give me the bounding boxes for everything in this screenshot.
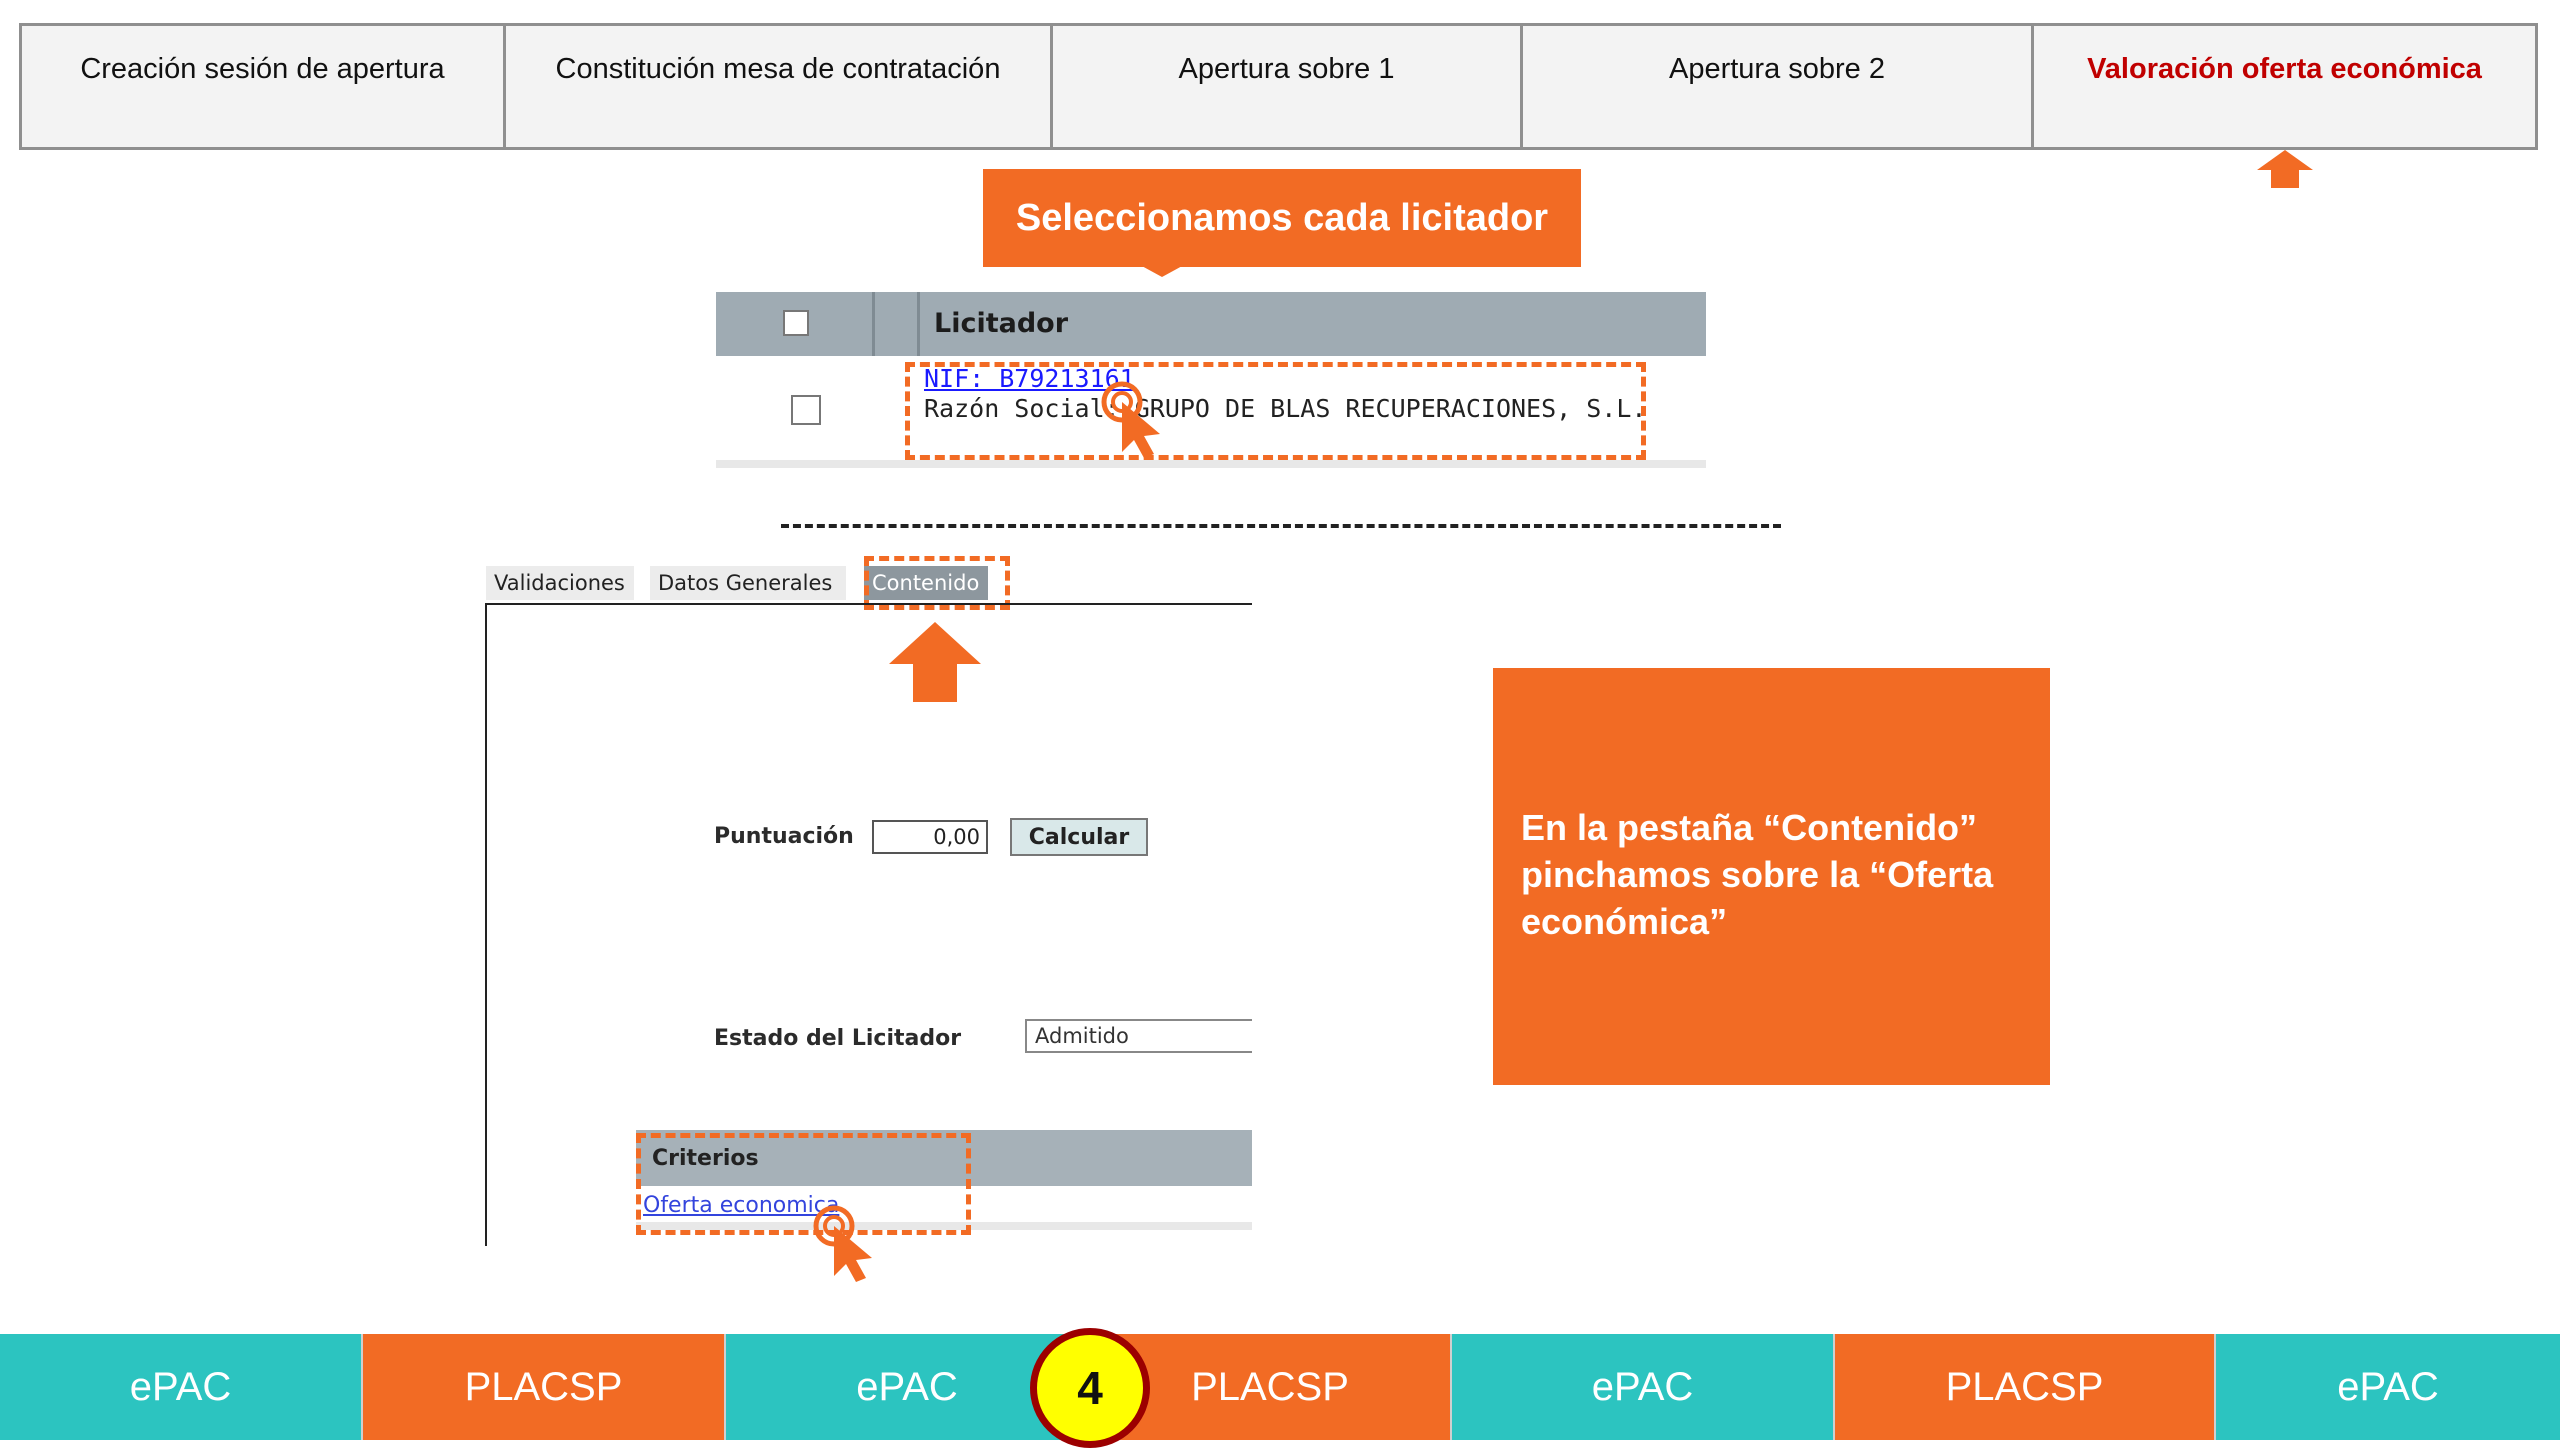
tab-datos-generales[interactable]: Datos Generales	[650, 566, 846, 600]
criterios-header	[636, 1130, 1252, 1186]
step-valoracion-oferta: Valoración oferta económica	[2087, 53, 2482, 85]
puntuacion-input[interactable]: 0,00	[872, 820, 988, 854]
oferta-economica-link[interactable]: Oferta economica	[643, 1193, 840, 1218]
bottom-segment-epac: ePAC	[0, 1334, 363, 1440]
razon-social-text: Razón Social: GRUPO DE BLAS RECUPERACION…	[924, 394, 1647, 423]
calcular-button[interactable]: Calcular	[1010, 818, 1148, 856]
tab-contenido[interactable]: Contenido	[864, 566, 988, 600]
estado-licitador-label: Estado del Licitador	[714, 1026, 962, 1051]
up-arrow-icon	[889, 622, 981, 702]
tab-validaciones[interactable]: Validaciones	[486, 566, 634, 600]
callout-seleccionar-licitador: Seleccionamos cada licitador	[983, 169, 1581, 267]
panel-border	[485, 603, 487, 1246]
puntuacion-label: Puntuación	[714, 824, 854, 849]
licitador-table-header	[716, 292, 1706, 356]
select-all-checkbox[interactable]	[783, 310, 809, 336]
column-divider	[872, 292, 875, 356]
table-footer	[716, 460, 1706, 468]
criterios-footer	[636, 1222, 1252, 1230]
callout-contenido-instruccion: En la pestaña “Contenido” pinchamos sobr…	[1493, 668, 2050, 1085]
row-checkbox[interactable]	[791, 395, 821, 425]
estado-licitador-select[interactable]: Admitido	[1025, 1019, 1252, 1053]
click-cursor-icon	[813, 1205, 872, 1282]
criterios-title: Criterios	[652, 1146, 759, 1171]
bottom-segment-epac: ePAC	[2216, 1334, 2560, 1440]
step-constitucion-mesa: Constitución mesa de contratación	[506, 26, 1053, 147]
nif-link[interactable]: NIF: B79213161	[924, 364, 1135, 393]
bottom-segment-placsp: PLACSP	[1835, 1334, 2216, 1440]
step-apertura-sobre-1: Apertura sobre 1	[1053, 26, 1523, 147]
bottom-segment-placsp: PLACSP	[363, 1334, 726, 1440]
highlight-criterios	[636, 1133, 971, 1235]
column-divider	[917, 292, 920, 356]
licitador-column-header: Licitador	[934, 308, 1069, 339]
callout-tail	[1140, 265, 1184, 277]
bottom-segment-epac: ePAC	[726, 1334, 1090, 1440]
bottom-segment-epac: ePAC	[1452, 1334, 1835, 1440]
step-bar: Creación sesión de apertura Constitución…	[19, 23, 2538, 150]
bottom-nav-bar: ePAC PLACSP ePAC PLACSP ePAC PLACSP ePAC	[0, 1334, 2560, 1440]
separator-line	[781, 524, 1781, 528]
click-cursor-icon	[1101, 381, 1160, 458]
up-arrow-icon	[2257, 150, 2313, 188]
highlight-licitador-row	[905, 362, 1646, 460]
step-apertura-sobre-2: Apertura sobre 2	[1523, 26, 2034, 147]
panel-border	[485, 603, 1252, 605]
step-creacion-sesion: Creación sesión de apertura	[22, 26, 506, 147]
highlight-contenido-tab	[864, 556, 1010, 610]
bottom-segment-placsp: PLACSP	[1090, 1334, 1452, 1440]
step-number-badge: 4	[1030, 1328, 1150, 1448]
